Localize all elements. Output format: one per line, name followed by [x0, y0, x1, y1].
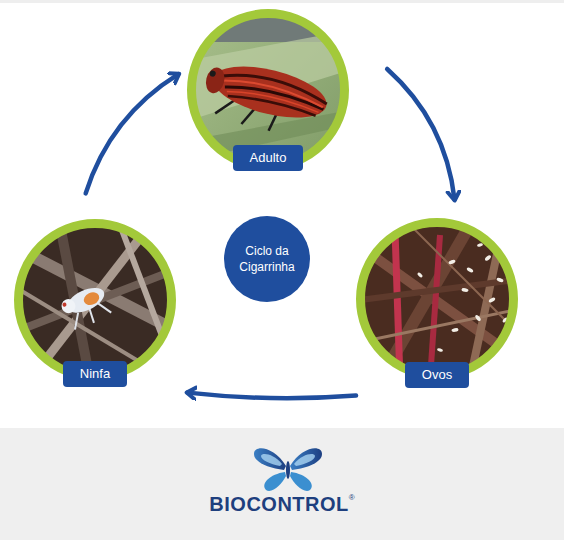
cycle-arrow — [86, 74, 179, 193]
circle-shape — [224, 216, 310, 302]
stage-circle: Ovos — [356, 218, 518, 380]
cycle-arrow — [387, 69, 454, 200]
center-circle: Ciclo da Cigarrinha — [224, 216, 310, 302]
stage-circle: Ninfa — [14, 219, 176, 381]
adult-photo — [190, 12, 350, 172]
cycle-arrow — [188, 393, 356, 399]
stage-label: Adulto — [233, 145, 304, 171]
nymph-photo — [18, 222, 178, 382]
logo-butterfly — [254, 448, 322, 491]
footer-band — [0, 428, 564, 540]
brand-name: BIOCONTROL — [209, 493, 348, 515]
circle-ring — [14, 219, 176, 381]
circle-ring — [356, 218, 518, 380]
stage-label: Ovos — [405, 362, 469, 388]
center-label: Ciclo da Cigarrinha — [232, 243, 302, 275]
stage-label: Ninfa — [63, 361, 127, 387]
logo-text: BIOCONTROL® — [0, 493, 564, 516]
stage-circle: Adulto — [187, 9, 349, 171]
eggs-photo — [360, 222, 520, 382]
registered-mark: ® — [349, 493, 355, 502]
